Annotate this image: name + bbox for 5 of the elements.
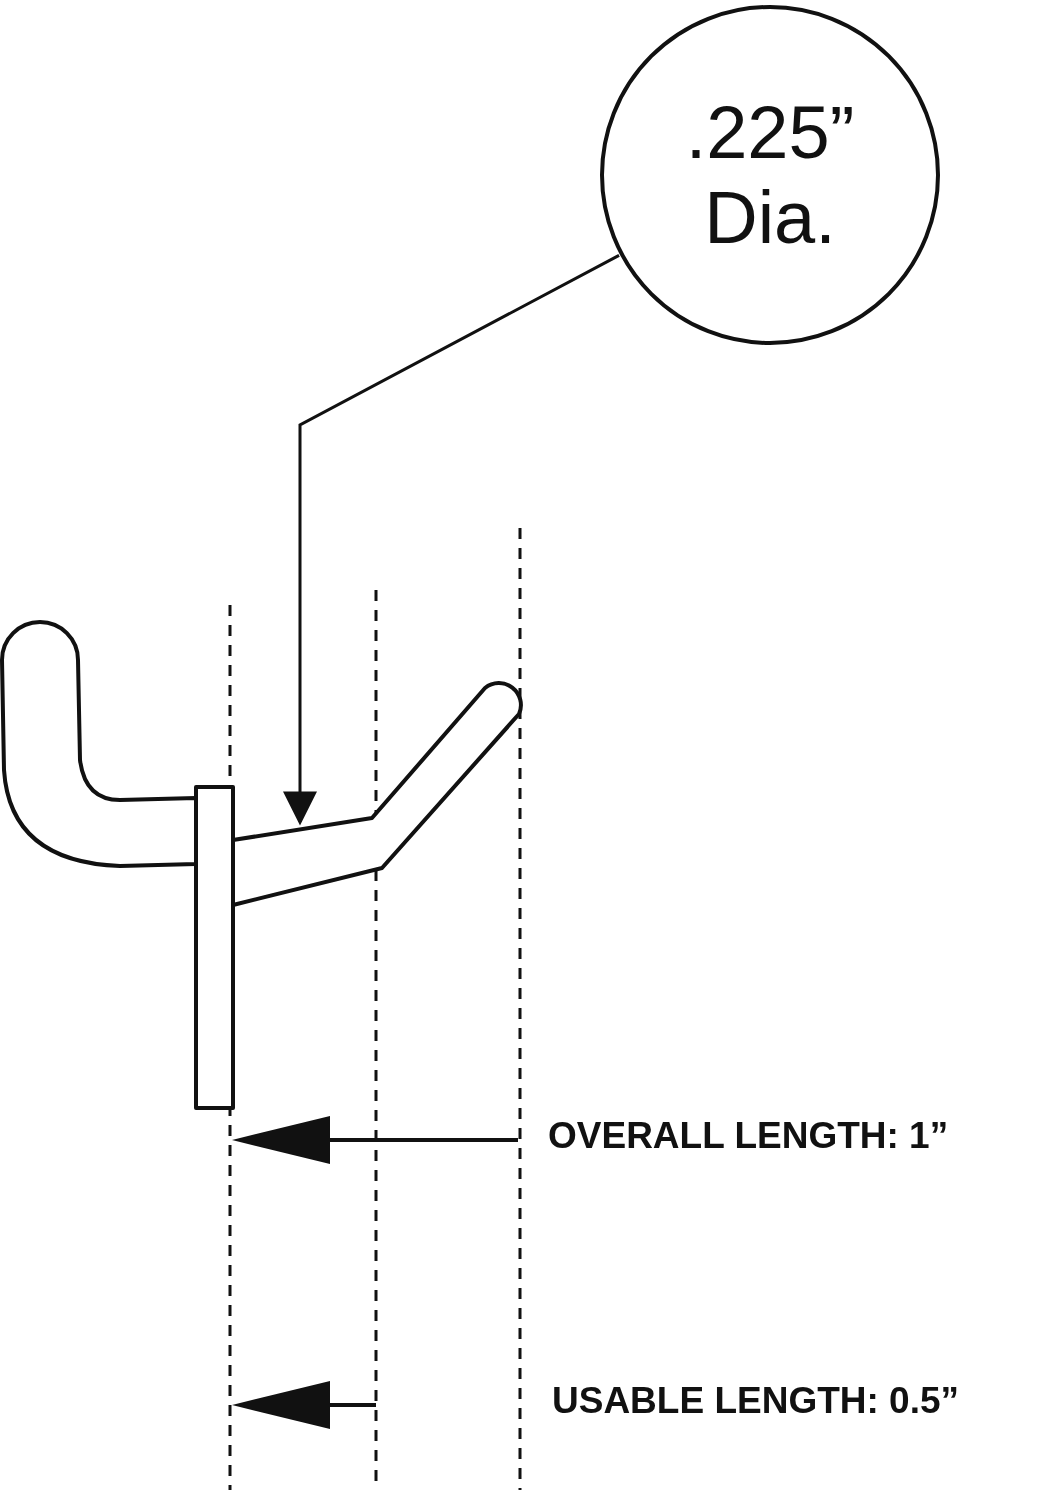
leader-line bbox=[283, 253, 620, 826]
dimension-label: OVERALL LENGTH: 1” bbox=[548, 1115, 949, 1157]
peg-hook-drawing bbox=[0, 620, 523, 1110]
diameter-label: .225” Dia. bbox=[684, 89, 856, 261]
dimension-label: USABLE LENGTH: 0.5” bbox=[552, 1380, 960, 1422]
